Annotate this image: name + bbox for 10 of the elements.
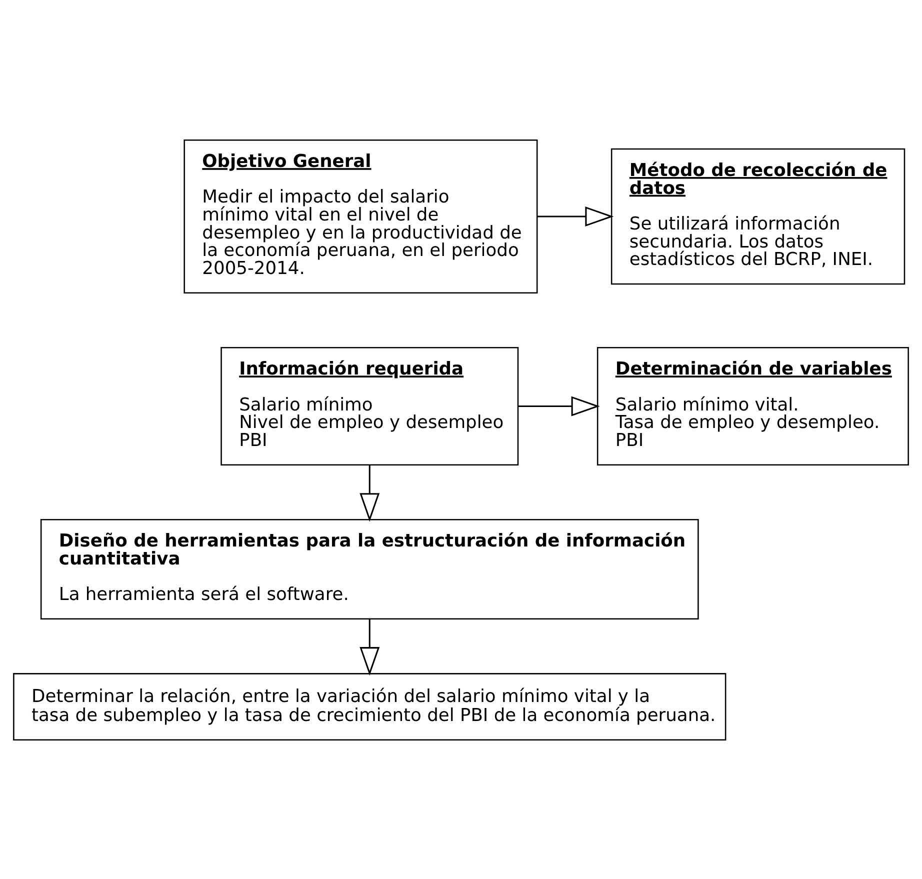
node-box: Determinación de variables Salario mínimo vital. Tasa de empleo y desempleo. PBI [596, 346, 909, 465]
arrow [360, 618, 380, 676]
node-box: Determinar la relación, entre la variación del salario mínimo vital y la tasa de subempleo y la tasa de crecimiento del PBI de la economía peruana. [13, 672, 726, 740]
node-box: Objetivo General Medir el impacto del salario mínimo vital en el nivel de desempleo y en la productividad de la economía peruana, en el periodo 2005-2014. [184, 138, 538, 294]
node-box: Información requerida Salario mínimo Nivel de empleo y desempleo PBI [220, 346, 519, 465]
arrow [537, 206, 614, 226]
arrow [360, 464, 380, 522]
arrow [518, 396, 600, 416]
node-box: Método de recolección de datos Se utilizará información secundaria. Los datos estadísticos del BCRP, INEI. [610, 148, 906, 284]
node-box: Diseño de herramientas para la estructuración de información cuantitativa La herramienta será el software. [40, 518, 699, 620]
